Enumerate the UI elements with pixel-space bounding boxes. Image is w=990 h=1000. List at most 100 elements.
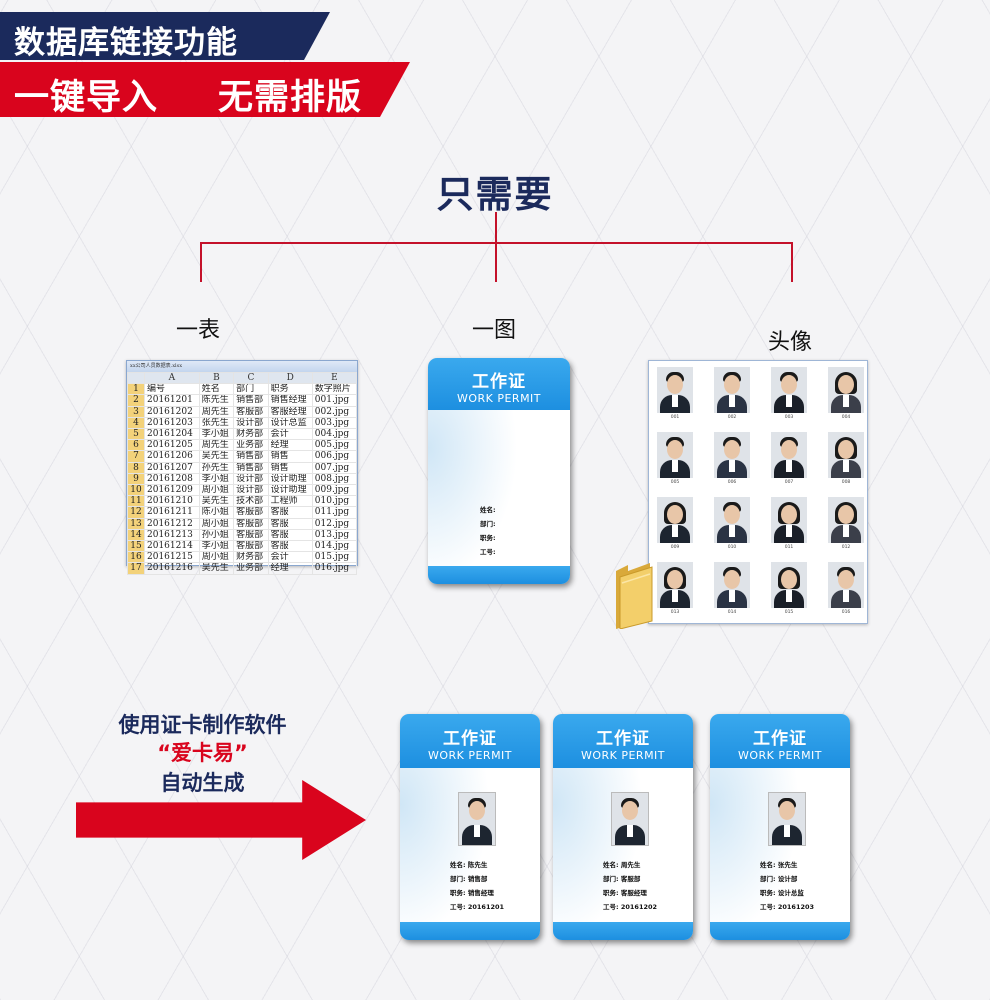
table-cell: 005.jpg	[311, 439, 358, 452]
card-field-dept: 部门:	[480, 520, 496, 528]
table-cell: 周先生	[198, 439, 235, 452]
card-field-name: 姓名: 周先生	[603, 861, 641, 869]
column-letter: C	[233, 371, 269, 385]
photo-number: 006	[727, 480, 737, 485]
card-field-role: 职务: 销售经理	[450, 889, 494, 897]
label-card: 一图	[472, 318, 517, 343]
table-cell: 部门	[233, 383, 269, 396]
table-cell: 姓名	[198, 383, 235, 396]
photo-number: 011	[784, 545, 794, 550]
table-cell: 财务部	[233, 428, 269, 441]
table-cell: 20161212	[144, 517, 200, 530]
table-cell: 李小姐	[198, 540, 235, 553]
row-number: 10	[127, 484, 145, 497]
connector-trunk	[495, 212, 497, 282]
table-cell: 孙先生	[198, 461, 235, 474]
software-name: “爱卡易”	[157, 741, 248, 765]
table-cell: 周先生	[198, 405, 235, 418]
section-title: 只需要	[436, 173, 554, 216]
table-cell: 016.jpg	[311, 562, 358, 575]
card-field-name: 姓名: 张先生	[760, 861, 798, 869]
table-cell: 004.jpg	[311, 428, 358, 441]
photo-number: 016	[841, 610, 851, 615]
column-letter: B	[198, 371, 235, 385]
connector-horizontal	[200, 242, 793, 244]
table-cell: 设计部	[233, 472, 269, 486]
table-cell: 销售部	[233, 450, 269, 463]
table-cell: 职务	[267, 383, 313, 396]
folder-icon	[616, 563, 653, 629]
table-cell: 20161207	[144, 461, 200, 474]
portrait-photo: 009	[657, 497, 693, 551]
card-title: 工作证	[753, 729, 807, 749]
table-cell: 012.jpg	[311, 517, 358, 530]
table-cell: 客服	[267, 528, 313, 542]
photo-number: 008	[841, 480, 851, 485]
table-cell: 李小姐	[198, 472, 235, 486]
table-cell: 周小姐	[198, 484, 235, 497]
row-number: 7	[127, 450, 145, 463]
table-cell: 客服部	[233, 517, 269, 530]
card-header: 工作证 WORK PERMIT	[428, 358, 570, 410]
card-field-role: 职务: 客服经理	[603, 889, 647, 897]
row-number: 11	[127, 495, 145, 508]
table-cell: 007.jpg	[311, 461, 358, 474]
card-subtitle: WORK PERMIT	[737, 749, 823, 762]
table-cell: 011.jpg	[311, 506, 358, 519]
row-number: 1	[127, 383, 145, 396]
table-cell: 20161210	[144, 495, 200, 508]
card-field-id: 工号:	[480, 548, 496, 556]
table-cell: 013.jpg	[311, 528, 358, 542]
portrait-photo: 008	[828, 432, 864, 486]
table-cell: 20161209	[144, 484, 200, 497]
label-sheet: 一表	[176, 318, 221, 343]
portrait-photo: 015	[771, 562, 807, 616]
card-subtitle: WORK PERMIT	[580, 749, 666, 762]
card-field-role: 职务: 设计总监	[760, 889, 804, 897]
table-cell: 008.jpg	[311, 472, 358, 486]
header-banner-top: 数据库链接功能	[0, 12, 330, 60]
portrait-photo: 016	[828, 562, 864, 616]
table-cell: 会计	[267, 428, 313, 441]
row-number: 12	[127, 506, 145, 519]
connector-left	[200, 242, 202, 282]
table-cell: 经理	[267, 562, 313, 575]
table-cell: 003.jpg	[311, 416, 358, 430]
table-cell: 设计助理	[267, 484, 313, 497]
table-cell: 陈先生	[198, 394, 235, 407]
row-number: 15	[127, 540, 145, 553]
table-cell: 002.jpg	[311, 405, 358, 418]
card-field-name: 姓名:	[480, 506, 496, 514]
card-field-dept: 部门: 客服部	[603, 875, 641, 883]
spreadsheet-titlebar: xx公司人员数据表.xlsx	[127, 361, 357, 372]
row-number: 4	[127, 416, 145, 430]
table-cell: 20161216	[144, 562, 200, 575]
photo-number: 015	[784, 610, 794, 615]
card-subtitle: WORK PERMIT	[456, 392, 542, 405]
portrait-photo: 001	[657, 367, 693, 421]
table-cell: 吴先生	[198, 562, 235, 575]
photo-number: 003	[784, 415, 794, 420]
photo-number: 005	[670, 480, 680, 485]
card-field-name: 姓名: 陈先生	[450, 861, 488, 869]
card-field-id: 工号: 20161202	[603, 903, 658, 911]
photo-number: 004	[841, 415, 851, 420]
table-cell: 周小姐	[198, 517, 235, 530]
table-cell: 数字照片	[311, 383, 358, 396]
row-number: 3	[127, 405, 145, 418]
portrait-photo: 013	[657, 562, 693, 616]
banner-slogan-2: 无需排版	[218, 78, 363, 118]
table-cell: 006.jpg	[311, 450, 358, 463]
row-number: 5	[127, 428, 145, 441]
